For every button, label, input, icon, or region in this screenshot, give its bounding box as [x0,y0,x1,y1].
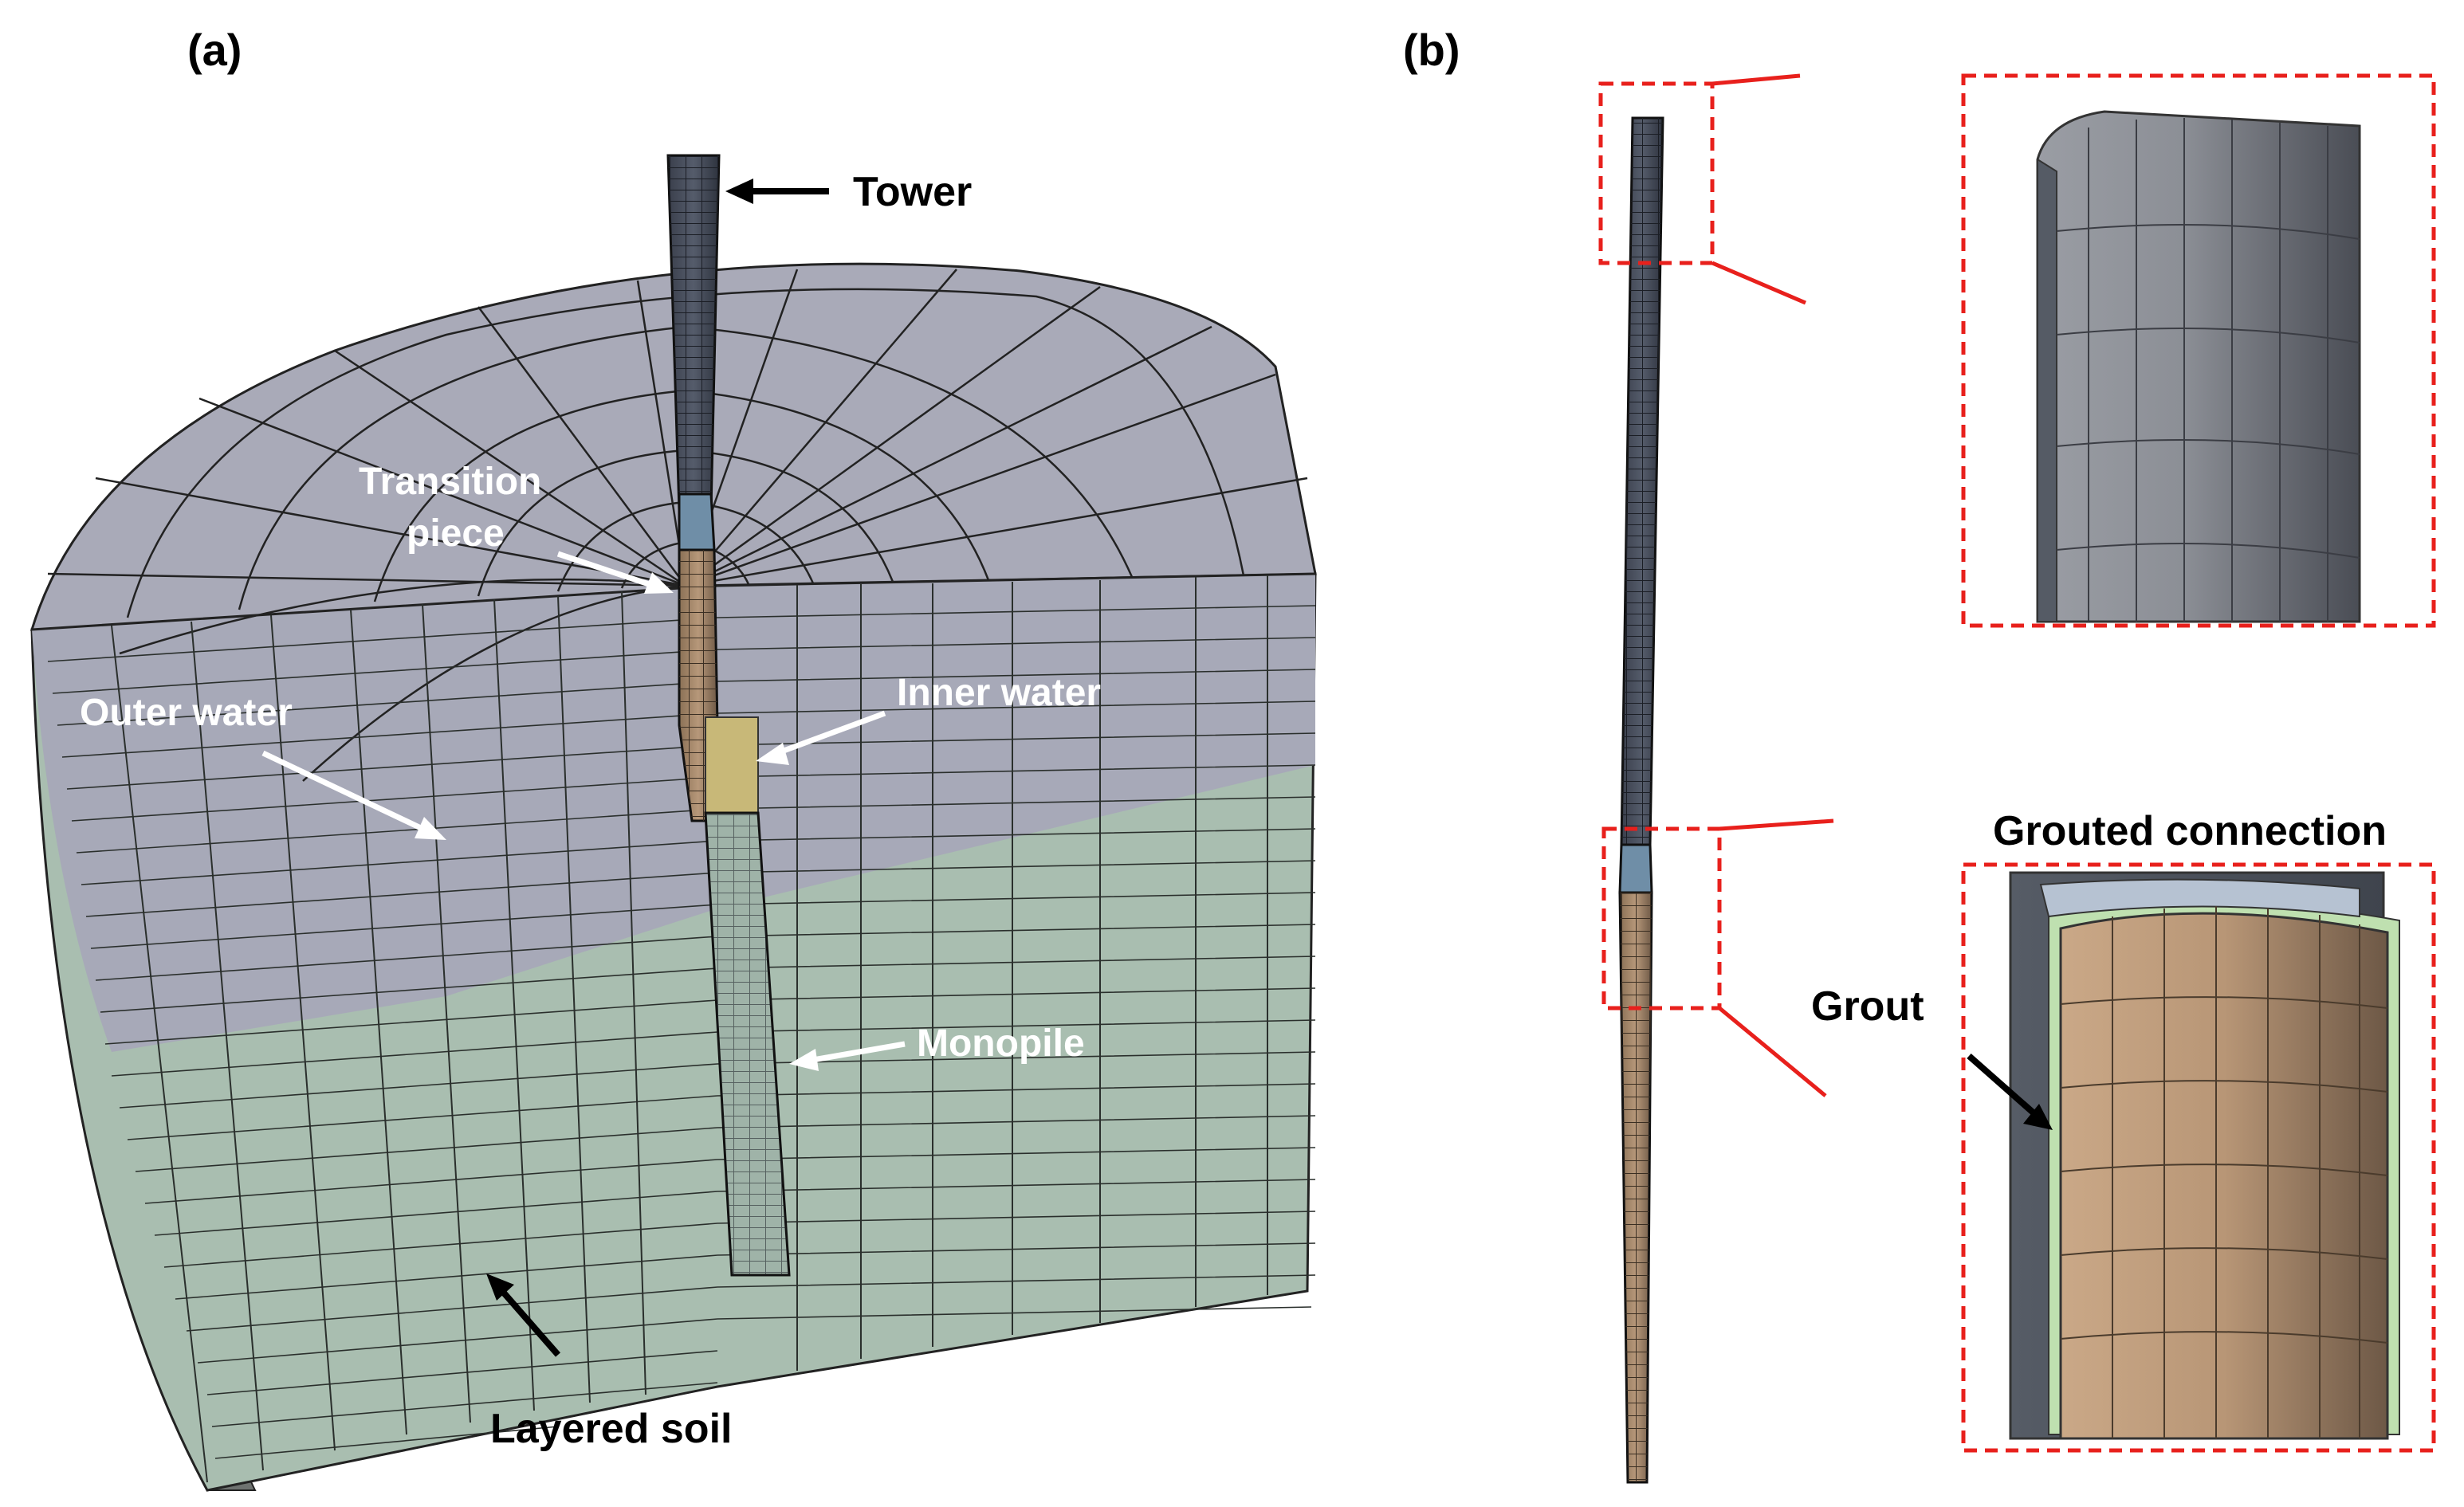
inner-water-label: Inner water [897,672,1101,714]
b-transition-piece [1618,843,1653,894]
layered-soil-arrow [499,1289,561,1357]
structure-column [666,154,791,1277]
annotations-a: Tower Transition piece Outer water Inner… [80,169,1101,1452]
grout-label: Grout [1811,983,1924,1030]
callout-top-box-zoom [1961,73,2436,628]
panel-b: (b) [1403,25,2436,1484]
inner-water-block [705,716,759,814]
outer-water-label: Outer water [80,692,293,734]
soil-water-domain [29,262,1317,1492]
layered-soil-label: Layered soil [490,1406,732,1452]
panel-a: (a) [29,25,1317,1492]
panel-a-tag: (a) [187,25,242,75]
zoom-top-mesh [2056,118,2360,622]
transition-piece-label-1: Transition [359,461,541,503]
callout-top [1598,73,2436,628]
transition-piece-label-2: piece [407,512,505,555]
transition-piece-shaft [678,493,716,551]
water-front-face [32,574,1315,1052]
grouted-connection-label: Grouted connection [1993,808,2387,854]
inner-water-arrow [776,710,886,756]
soil-vertical-lines [111,575,1268,1483]
full-structure [1618,116,1664,1484]
monopile-label: Monopile [917,1022,1085,1065]
callout-bottom-box-zoom [1961,862,2436,1453]
tower-label: Tower [853,169,972,215]
zoom-tower-shell [2036,110,2361,623]
outer-water-arrow [261,750,424,832]
panel-b-tag: (b) [1403,25,1460,75]
zoom-monopile-shell [2059,912,2389,1440]
callout-bottom: Grouted connection Grout [1601,808,2436,1453]
water-top-surface [29,262,1317,631]
callout-bottom-box-small [1601,826,1722,1011]
transition-piece-arrow [556,551,655,589]
monopile-arrow [812,1041,906,1063]
grout-arrow [1967,1054,2039,1118]
zoom-bottom-mesh [2060,906,2388,1438]
